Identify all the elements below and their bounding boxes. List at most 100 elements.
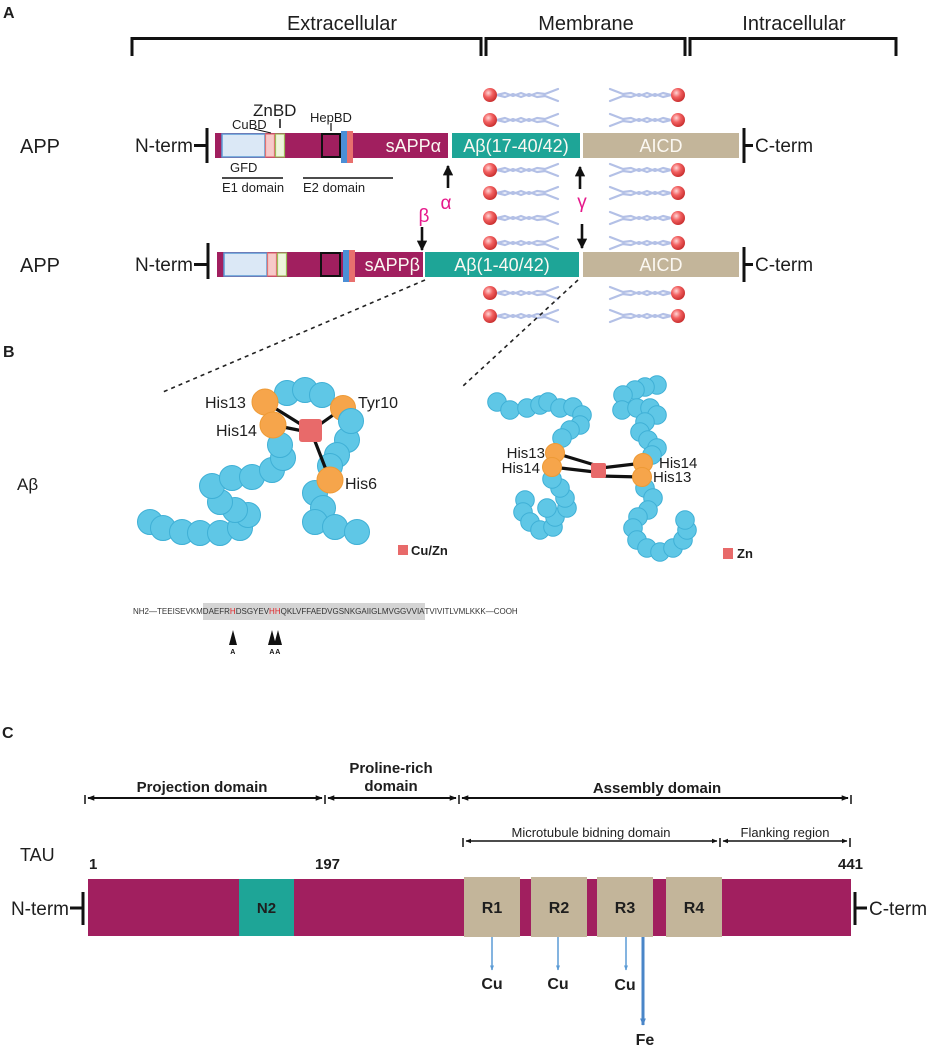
left-his13-label: His13	[507, 445, 545, 462]
abeta-17-42-label: Aβ(17-40/42)	[463, 136, 568, 156]
pink-motif	[347, 131, 353, 163]
n-term-cap	[194, 243, 210, 279]
lipid-head	[483, 211, 497, 225]
binding-marker: A	[273, 630, 283, 657]
cu-zn-ion	[299, 419, 322, 442]
lipid-outer-leaflet	[483, 185, 560, 201]
residue-bead	[338, 408, 364, 434]
sequence-suffix: TVIVITLVMLKKK—COOH	[424, 607, 518, 616]
sequence-core-1: DAEFR	[202, 607, 230, 616]
repeat-r4	[666, 877, 722, 937]
lipid-head	[671, 186, 685, 200]
bracket-intracellular	[688, 37, 898, 56]
alpha-secretase-label: α	[441, 193, 452, 214]
tau-c-term-cap	[853, 892, 867, 925]
microtubule-binding-label: Microtubule bidning domain	[512, 825, 671, 840]
his13-residue	[251, 388, 279, 416]
panel-label-c: C	[2, 725, 14, 742]
domain-span-arrows	[84, 795, 852, 847]
sappa-label: sAPPα	[386, 136, 441, 156]
lipid-head	[671, 163, 685, 177]
lipid-tail	[495, 117, 560, 128]
bracket-membrane	[484, 37, 687, 56]
lipid-outer-leaflet	[483, 87, 560, 103]
his13-label: His13	[205, 395, 246, 412]
lipid-tail	[495, 92, 560, 103]
left-his14-label: His14	[502, 460, 540, 477]
lipid-head	[483, 88, 497, 102]
r3-label: R3	[615, 900, 636, 917]
r2-label: R2	[549, 900, 570, 917]
n2-label: N2	[257, 900, 276, 917]
cubd-domain	[264, 133, 276, 158]
his14-label: His14	[216, 423, 257, 440]
lipid-tail	[495, 240, 560, 251]
lipid-head	[483, 163, 497, 177]
lipid-tail	[495, 313, 560, 324]
aicd-label: AICD	[639, 136, 682, 156]
lipid-head	[671, 211, 685, 225]
n-term-label: N-term	[135, 255, 193, 276]
protein-label: APP	[20, 136, 60, 158]
lipid-tail	[608, 92, 673, 103]
cubd-domain	[266, 252, 278, 277]
abeta-dimer-structure: His13 His14 His14 His13 Zn	[487, 375, 753, 562]
zn-ion	[591, 463, 606, 478]
e1-domain-label: E1 domain	[222, 180, 284, 195]
sequence-prefix: NH2—TEEISEVKM	[133, 607, 203, 616]
aicd-segment	[583, 133, 739, 158]
r4-label: R4	[684, 900, 705, 917]
binding-marker: A	[228, 630, 238, 657]
flanking-region-label: Flanking region	[741, 825, 830, 840]
lipid-tail	[608, 215, 673, 226]
lipid-outer-leaflet	[483, 162, 560, 178]
proline-rich-label-line1: Proline-rich	[349, 760, 432, 777]
lipid-tail	[495, 190, 560, 201]
c-term-label: C-term	[755, 255, 813, 276]
znbd-domain	[276, 252, 288, 277]
abeta-monomer-structure: His13 His14 Tyr10 His6 Cu/Zn	[137, 377, 448, 558]
n-term-cap	[194, 128, 209, 163]
panel-c: C Projection domain Proline-rich domain …	[2, 725, 927, 1046]
c-term-cap	[742, 128, 753, 163]
abeta-1-42-segment	[425, 252, 579, 277]
znbd-label: ZnBD	[253, 101, 296, 120]
his6-residue	[316, 466, 344, 494]
cleavage-sites: α γ β	[416, 164, 587, 252]
monomer-backbone	[137, 377, 370, 546]
panel-b: B Aβ His13 His14 Tyr10 His6 Cu/Zn	[3, 344, 753, 562]
lipid-head	[483, 113, 497, 127]
his14-letter: H	[274, 607, 281, 616]
cubd-label: CuBD	[232, 117, 267, 132]
hepbd-label: HepBD	[310, 110, 352, 125]
app-row-beta: APP N-term sAPPβ Aβ(1-40/42) AICD C-term	[20, 243, 813, 282]
position-start-label: 1	[89, 856, 97, 873]
lipid-inner-leaflet	[608, 162, 685, 178]
legend-swatch-cu-zn	[398, 545, 408, 555]
metal-label-r3-fe: Fe	[636, 1032, 655, 1046]
lipid-head	[671, 286, 685, 300]
abeta-1-42-label: Aβ(1-40/42)	[454, 255, 549, 275]
lipid-tail	[608, 313, 673, 324]
residue-bead	[537, 498, 557, 518]
projection-domain-label: Projection domain	[137, 779, 268, 796]
lipid-outer-leaflet	[483, 235, 560, 251]
position-197-label: 197	[315, 856, 340, 873]
n2-insert	[239, 879, 294, 936]
r1-label: R1	[482, 900, 503, 917]
lipid-tail	[608, 240, 673, 251]
gfd-domain	[223, 252, 268, 277]
metal-label-r3: Cu	[614, 977, 635, 994]
c-term-label: C-term	[755, 136, 813, 157]
binding-marker-label: A	[269, 649, 275, 656]
n-term-label: N-term	[135, 136, 193, 157]
residue-bead	[309, 382, 335, 408]
lipid-head	[483, 236, 497, 250]
residue-bead	[675, 510, 695, 530]
lipid-head	[483, 186, 497, 200]
his6-label: His6	[345, 476, 377, 493]
